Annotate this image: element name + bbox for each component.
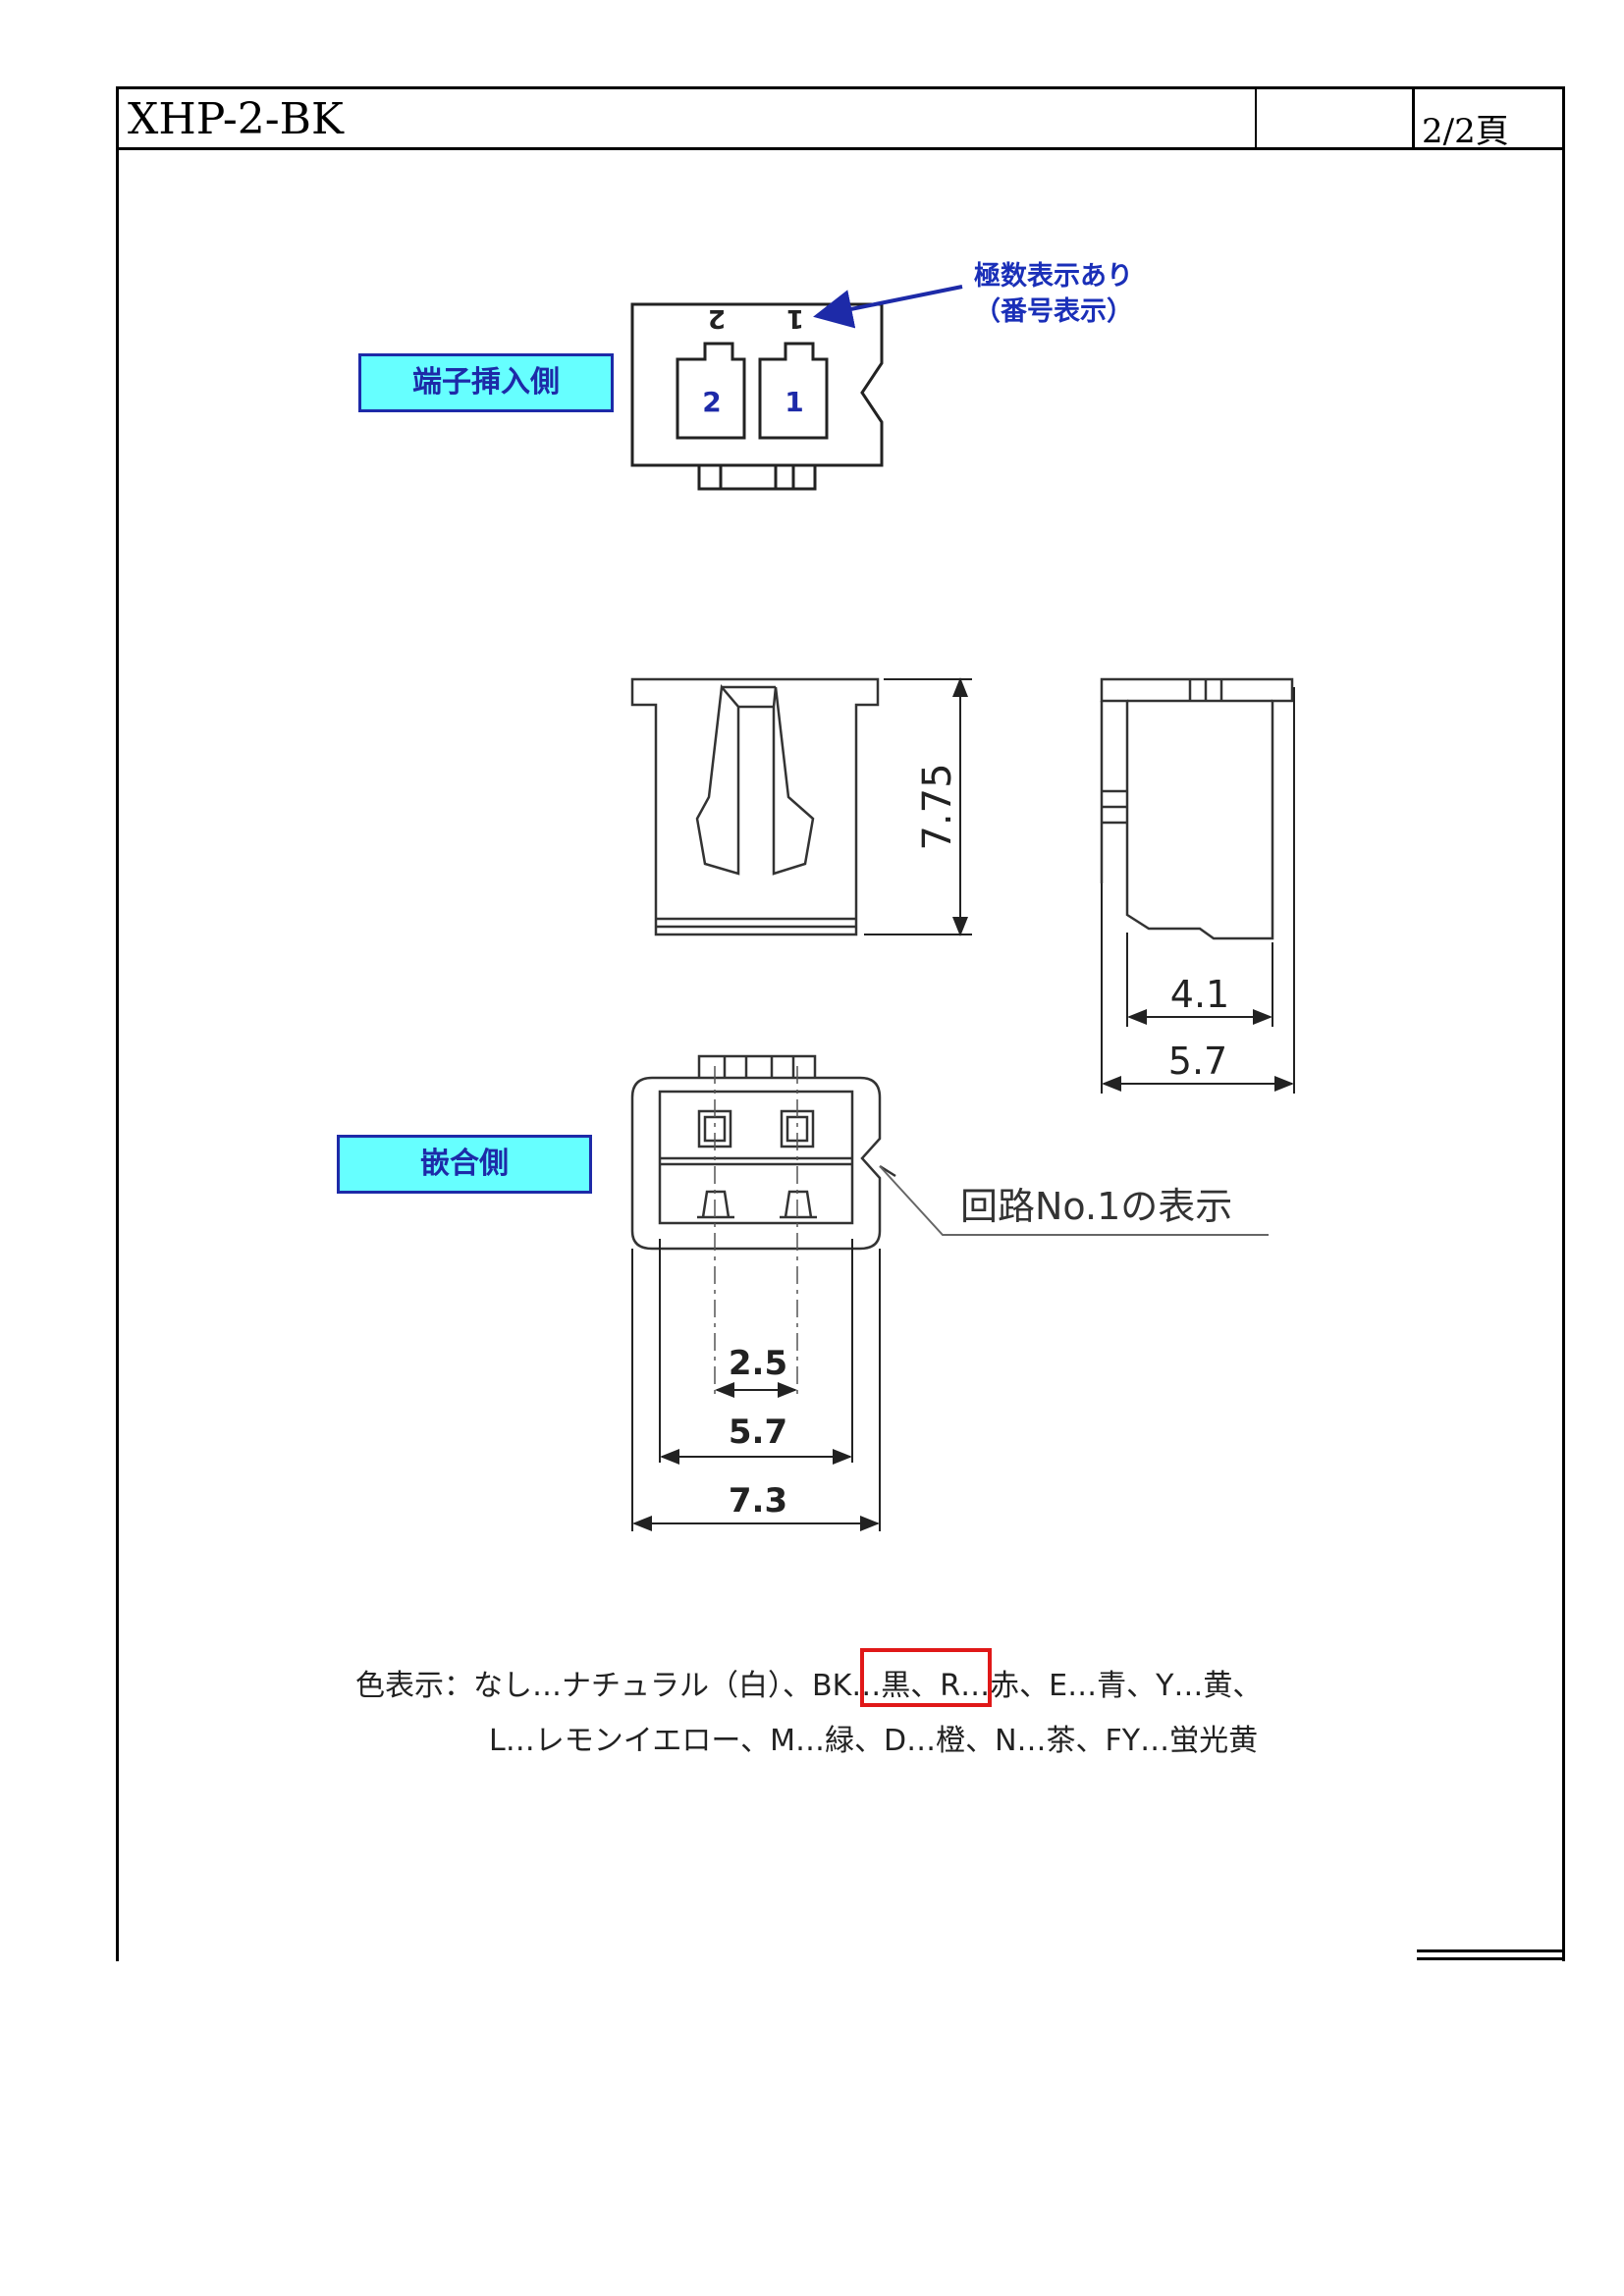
mirror-pin-2: 2 — [708, 303, 726, 333]
front-view-outline — [630, 677, 880, 936]
mating-side-label: 嵌合側 — [337, 1135, 592, 1194]
center-lines — [714, 1066, 798, 1394]
color-legend-line2: L…レモンイエロー、M…緑、D…橙、N…茶、FY…蛍光黄 — [489, 1724, 1259, 1758]
cavity-1-outline — [758, 342, 829, 440]
pin-number-note: 極数表示あり （番号表示） — [974, 259, 1133, 330]
side-outer-dimension-label: 5.7 — [1168, 1040, 1227, 1083]
mirror-pin-1: 1 — [786, 303, 804, 333]
bottom-dimensions — [631, 1239, 881, 1531]
mating-outline — [630, 1076, 882, 1251]
side-dimensions — [1101, 687, 1295, 1094]
terminal-side-outline — [630, 302, 884, 467]
inner-width-dimension-label: 5.7 — [729, 1413, 787, 1452]
color-legend-suffix: 、R…赤、E…青、Y…黄、 — [910, 1669, 1263, 1703]
height-dimension-label: 7.75 — [915, 763, 960, 850]
pin-note-line1: 極数表示あり — [974, 261, 1133, 292]
pin-note-arrow — [813, 285, 963, 329]
circuit-leader-line — [879, 1165, 1269, 1236]
cavity-pin-2: 2 — [702, 386, 721, 418]
outer-width-dimension-label: 7.3 — [729, 1481, 787, 1521]
footer-double-line-1 — [1417, 1949, 1565, 1952]
header-divider-1 — [1255, 86, 1257, 149]
pin-note-line2: （番号表示） — [974, 296, 1133, 327]
contact-right — [780, 1190, 817, 1219]
cavity-2-outline — [676, 342, 746, 440]
contact-left — [697, 1190, 734, 1219]
pitch-dimension-label: 2.5 — [729, 1344, 787, 1383]
height-dimension — [864, 677, 972, 936]
latch-right — [772, 686, 815, 876]
frame-header-bottom-line — [116, 147, 1565, 150]
cavity-pin-1: 1 — [785, 386, 803, 418]
part-number-title: XHP-2-BK — [128, 94, 344, 144]
mating-inner — [658, 1090, 854, 1225]
side-inner-dimension-label: 4.1 — [1170, 973, 1229, 1016]
terminal-side-bottom-tab — [697, 465, 817, 491]
mating-top-tabs — [697, 1054, 817, 1078]
front-view — [630, 677, 880, 936]
side-view — [1100, 677, 1294, 940]
footer-double-line-2 — [1417, 1957, 1565, 1960]
page-indicator: 2/2頁 — [1422, 112, 1509, 151]
color-legend-line1: 色表示：なし…ナチュラル（白）、BK…黒、R…赤、E…青、Y…黄、 — [355, 1661, 1262, 1704]
terminal-side-label: 端子挿入側 — [358, 353, 614, 412]
frame-right-line — [1562, 86, 1565, 1961]
frame-top-line — [116, 86, 1565, 89]
terminal-side-view — [630, 302, 884, 491]
color-legend-prefix: 色表示：なし…ナチュラル（白）、 — [355, 1669, 812, 1703]
side-view-outline — [1100, 677, 1294, 940]
header-divider-2 — [1412, 86, 1415, 149]
latch-left — [695, 683, 740, 876]
circuit-note-label: 回路No.1の表示 — [960, 1185, 1232, 1228]
frame-left-line — [116, 86, 119, 1961]
bk-highlight-box — [860, 1648, 992, 1707]
mating-side-view — [630, 1054, 896, 1251]
